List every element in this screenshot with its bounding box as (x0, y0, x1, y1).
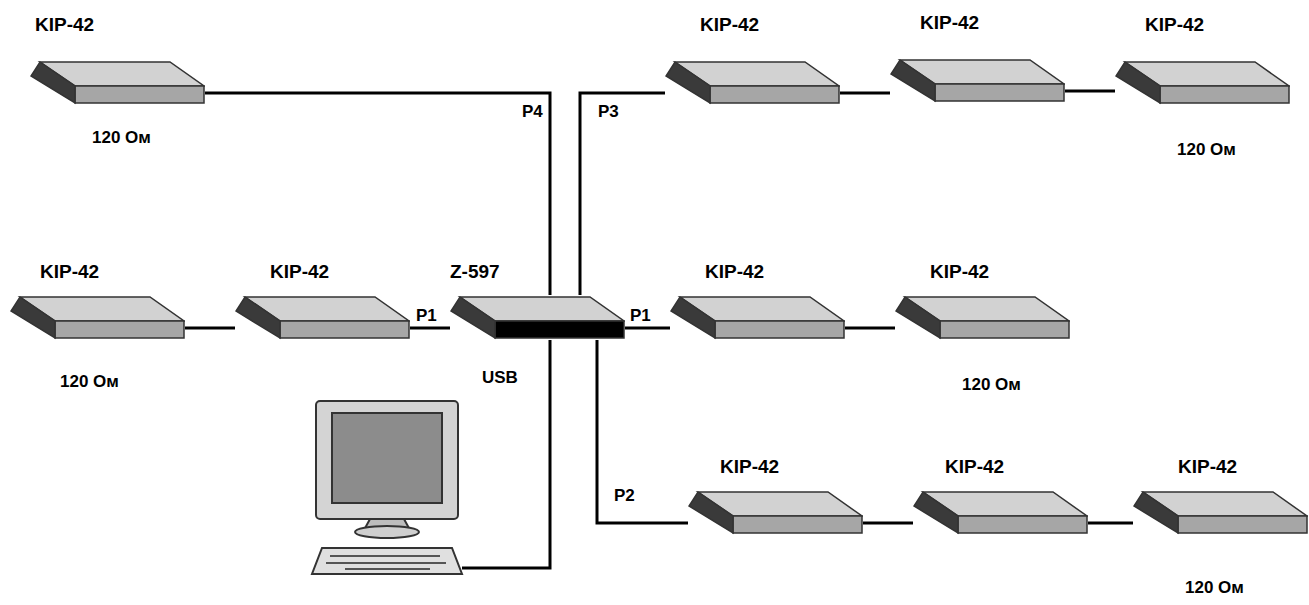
port-label: P4 (520, 102, 545, 122)
port-label: P2 (612, 486, 637, 506)
device-shape (670, 295, 845, 340)
device-name: KIP-42 (920, 12, 979, 34)
device-shape (688, 490, 863, 535)
terminator-value: 120 Ом (1183, 578, 1246, 598)
bus-cable (840, 92, 890, 95)
bus-cable (597, 340, 688, 523)
controller-device: KIP-42 (895, 295, 1070, 340)
hub-device: Z-597 (450, 295, 625, 340)
device-name: KIP-42 (705, 261, 764, 283)
terminator-value: 120 Ом (58, 372, 121, 392)
computer-keyboard (312, 548, 462, 574)
computer-monitor (316, 401, 458, 538)
terminator-value: 120 Ом (90, 128, 153, 148)
bus-cable (1088, 522, 1133, 525)
bus-cable (863, 522, 913, 525)
controller-device: KIP-42 (1133, 490, 1308, 535)
device-name: Z-597 (450, 261, 500, 283)
bus-cable (580, 93, 665, 295)
device-name: KIP-42 (35, 14, 94, 36)
bus-cable (185, 327, 235, 330)
device-shape (30, 60, 205, 105)
device-name: KIP-42 (700, 14, 759, 36)
controller-device: KIP-42 (665, 60, 840, 105)
port-label: P3 (596, 102, 621, 122)
device-shape (450, 295, 625, 340)
port-label: P1 (628, 306, 653, 326)
controller-device: KIP-42 (913, 490, 1088, 535)
terminator-value: 120 Ом (960, 375, 1023, 395)
device-name: KIP-42 (945, 456, 1004, 478)
controller-device: KIP-42 (688, 490, 863, 535)
bus-cable (845, 327, 895, 330)
device-shape (10, 295, 185, 340)
device-name: KIP-42 (1178, 456, 1237, 478)
controller-device: KIP-42 (10, 295, 185, 340)
bus-cable (410, 327, 450, 330)
port-label: P1 (414, 306, 439, 326)
usb-cable (462, 340, 550, 568)
device-name: KIP-42 (270, 261, 329, 283)
device-name: KIP-42 (930, 261, 989, 283)
device-shape (913, 490, 1088, 535)
bus-cable (205, 93, 550, 295)
device-shape (895, 295, 1070, 340)
device-name: KIP-42 (40, 261, 99, 283)
controller-device: KIP-42 (30, 60, 205, 105)
device-shape (235, 295, 410, 340)
device-name: KIP-42 (720, 456, 779, 478)
device-name: KIP-42 (1145, 14, 1204, 36)
controller-device: KIP-42 (890, 58, 1065, 103)
port-name: USB (480, 368, 520, 388)
controller-device: KIP-42 (1115, 60, 1290, 105)
controller-device: KIP-42 (670, 295, 845, 340)
bus-cable (625, 327, 670, 330)
device-shape (1115, 60, 1290, 105)
controller-device: KIP-42 (235, 295, 410, 340)
bus-cable (1065, 90, 1115, 93)
terminator-value: 120 Ом (1175, 140, 1238, 160)
device-shape (890, 58, 1065, 103)
device-shape (665, 60, 840, 105)
device-shape (1133, 490, 1308, 535)
